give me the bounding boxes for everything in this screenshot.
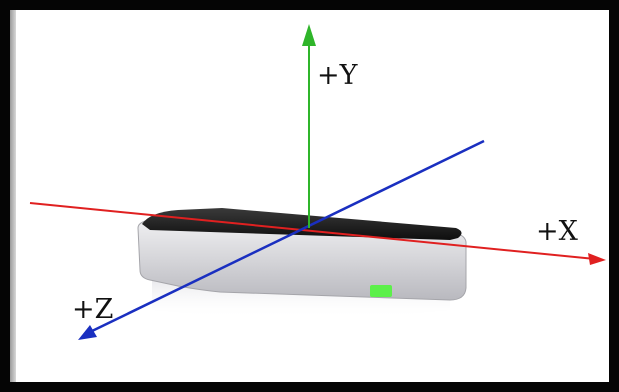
left-edge-shade (10, 10, 16, 382)
diagram-canvas: +Y +X +Z (10, 10, 609, 382)
indicator-light (370, 285, 392, 297)
y-axis-arrowhead (302, 24, 316, 46)
z-axis-label: +Z (72, 294, 113, 325)
device-top-glass (142, 208, 462, 240)
x-axis-arrowhead (588, 253, 606, 265)
y-axis-label: +Y (317, 60, 359, 91)
z-axis-arrowhead (78, 325, 97, 340)
x-axis-line (29, 202, 596, 260)
axis-diagram: +Y +X +Z (29, 24, 606, 340)
x-axis-label: +X (536, 216, 579, 247)
z-axis-line (89, 139, 485, 334)
